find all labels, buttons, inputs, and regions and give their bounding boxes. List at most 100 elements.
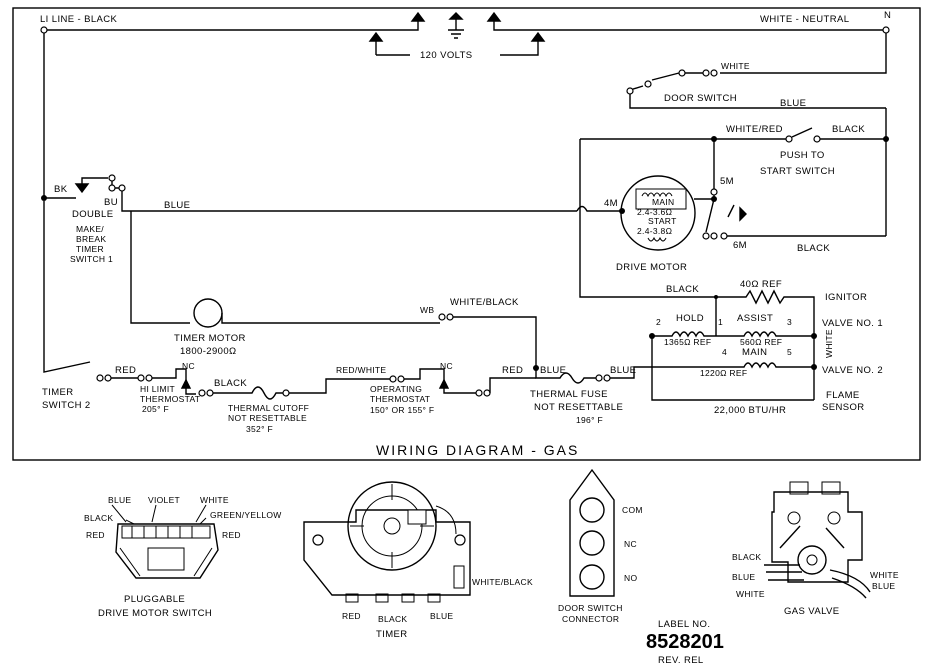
- timer-label: TIMER: [76, 244, 104, 254]
- drive-motor-label: DRIVE MOTOR: [616, 262, 687, 273]
- dms-green-label: GREEN/YELLOW: [210, 510, 282, 520]
- red-white-label: RED/WHITE: [336, 365, 386, 375]
- ground-icon: [448, 12, 464, 39]
- n2-label: 2: [656, 317, 661, 327]
- wb-label: WB: [420, 305, 434, 315]
- black-ign-label: BLACK: [666, 284, 699, 295]
- timer-motor-val-label: 1800-2900Ω: [180, 346, 237, 357]
- m5-label: 5M: [720, 176, 734, 187]
- white-black-label: WHITE/BLACK: [450, 297, 519, 308]
- gv-white-r-label: WHITE: [870, 570, 899, 580]
- timer-motor-label: TIMER MOTOR: [174, 333, 246, 344]
- start-res-label: START: [648, 216, 677, 226]
- t205-label: 205° F: [142, 404, 169, 414]
- n-label: N: [884, 10, 891, 21]
- ign-ref-label: 40Ω REF: [740, 279, 782, 290]
- timer-sw2a-label: TIMER: [42, 387, 74, 398]
- t-blue-label: BLUE: [430, 611, 453, 621]
- push-to-label: PUSH TO: [780, 150, 825, 161]
- gv-white-label: WHITE: [736, 589, 765, 599]
- diagram-title: WIRING DIAGRAM - GAS: [376, 442, 579, 458]
- double-label: DOUBLE: [72, 209, 113, 220]
- door-no-label: NO: [624, 573, 637, 583]
- schematic-frame: [12, 7, 921, 461]
- t196-label: 196° F: [576, 415, 603, 425]
- bu-label: BU: [104, 197, 118, 208]
- blue-door-label: BLUE: [780, 98, 806, 109]
- hold-val-label: 1365Ω REF: [664, 337, 711, 347]
- sensor-label: SENSOR: [822, 402, 865, 413]
- main-coil-label: MAIN: [742, 347, 767, 358]
- label-no: LABEL NO.: [658, 619, 710, 630]
- valve1-label: VALVE NO. 1: [822, 318, 883, 329]
- make-label: MAKE/: [76, 224, 104, 234]
- n3-label: 3: [787, 317, 792, 327]
- t-black-label: BLACK: [378, 614, 407, 624]
- volts-label: 120 VOLTS: [420, 50, 473, 61]
- n4-label: 4: [722, 347, 727, 357]
- t-label: TIMER: [376, 629, 408, 640]
- flame-label: FLAME: [826, 390, 860, 401]
- red2-label: RED: [502, 365, 523, 376]
- start-val-label: 2.4-3.8Ω: [637, 226, 672, 236]
- not-reset2-label: NOT RESETTABLE: [534, 402, 623, 413]
- door-nc-label: NC: [624, 539, 637, 549]
- t150-label: 150° OR 155° F: [370, 405, 434, 415]
- gv-black-label: BLACK: [732, 552, 761, 562]
- blue-main-label: BLUE: [164, 200, 190, 211]
- gv-blue-label: BLUE: [732, 572, 755, 582]
- nc2-label: NC: [440, 361, 453, 371]
- label-num: 8528201: [646, 631, 724, 653]
- door-label1: DOOR SWITCH: [558, 603, 623, 613]
- btu-label: 22,000 BTU/HR: [714, 405, 786, 416]
- heater-circuit: TIMER SWITCH 2 RED NC HI LIMIT THERMOSTA…: [42, 201, 652, 434]
- dms-label2: DRIVE MOTOR SWITCH: [98, 608, 212, 619]
- blue-fuse-label: BLUE: [540, 365, 566, 376]
- gas-valve-circuit: BLACK 40Ω REF IGNITOR HOLD ASSIST 2 1 3 …: [649, 279, 883, 416]
- pluggable-drive-motor-switch: BLUE VIOLET WHITE BLACK GREEN/YELLOW RED…: [84, 495, 282, 619]
- main-val2-label: 1220Ω REF: [700, 368, 747, 378]
- gv-blue-r-label: BLUE: [872, 581, 895, 591]
- dms-red-r-label: RED: [222, 530, 241, 540]
- thermal-cutoff-label: THERMAL CUTOFF: [228, 403, 309, 413]
- main-val-label: 2.4-3.6Ω: [637, 207, 672, 217]
- dms-black-label: BLACK: [84, 513, 113, 523]
- switch1-label: SWITCH 1: [70, 254, 113, 264]
- door-switch-label: DOOR SWITCH: [664, 93, 737, 104]
- black-push-label: BLACK: [832, 124, 865, 135]
- red1-label: RED: [115, 365, 136, 376]
- label-number: LABEL NO. 8528201 REV. REL: [646, 619, 724, 666]
- assist-label: ASSIST: [737, 313, 773, 324]
- t-red-label: RED: [342, 611, 361, 621]
- ignitor-label: IGNITOR: [825, 292, 867, 303]
- rev-label: REV. REL: [658, 655, 704, 666]
- white-door-label: WHITE: [721, 61, 750, 71]
- dms-blue-label: BLUE: [108, 495, 131, 505]
- bk-label: BK: [54, 184, 68, 195]
- hi-limit-label: HI LIMIT: [140, 384, 175, 394]
- dms-white-label: WHITE: [200, 495, 229, 505]
- m6-label: 6M: [733, 240, 747, 251]
- t352-label: 352° F: [246, 424, 273, 434]
- blue-fuse2-label: BLUE: [610, 365, 636, 376]
- valve2-label: VALVE NO. 2: [822, 365, 883, 376]
- n5-label: 5: [787, 347, 792, 357]
- timer-component: RED BLACK BLUE WHITE/BLACK TIMER: [303, 481, 533, 640]
- door-label2: CONNECTOR: [562, 614, 619, 624]
- m4-label: 4M: [604, 198, 618, 209]
- door-com-label: COM: [622, 505, 643, 515]
- gv-label: GAS VALVE: [784, 606, 840, 617]
- t-wb-label: WHITE/BLACK: [472, 577, 533, 587]
- push-to-start-switch: WHITE/RED BLACK PUSH TO START SWITCH: [580, 124, 886, 177]
- dms-red-l-label: RED: [86, 530, 105, 540]
- timer-sw2b-label: SWITCH 2: [42, 400, 91, 411]
- assist-val-label: 560Ω REF: [740, 337, 782, 347]
- white-v-label: WHITE: [824, 329, 834, 358]
- dms-violet-label: VIOLET: [148, 495, 180, 505]
- door-switch-connector: COM NC NO DOOR SWITCH CONNECTOR: [558, 468, 643, 624]
- drive-motor: 4M MAIN 2.4-3.6Ω START 2.4-3.8Ω 5M 6M BL…: [576, 139, 886, 298]
- gas-valve-component: BLACK BLUE WHITE WHITE BLUE GAS VALVE: [732, 481, 899, 617]
- nc1-label: NC: [182, 361, 195, 371]
- neutral-label: WHITE - NEUTRAL: [760, 14, 849, 25]
- start-switch-label: START SWITCH: [760, 166, 835, 177]
